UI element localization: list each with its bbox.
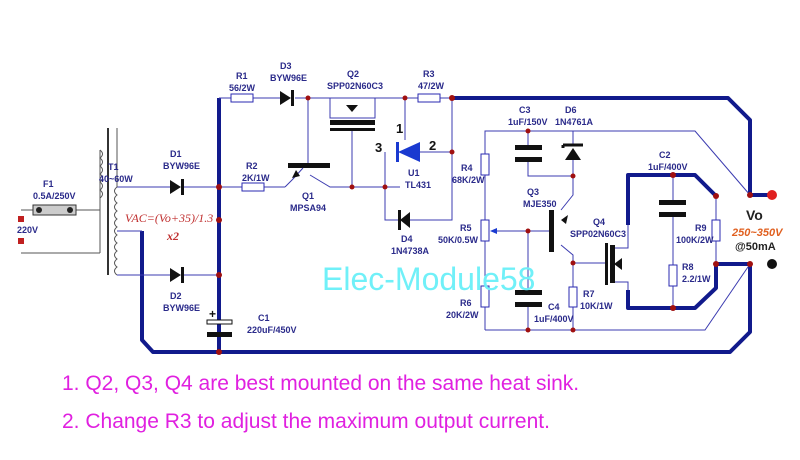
label-d4-value: 1N4738A xyxy=(391,246,430,256)
label-q3-value: MJE350 xyxy=(523,199,557,209)
label-f1-value: 0.5A/250V xyxy=(33,191,76,201)
label-t1-ref: T1 xyxy=(108,162,119,172)
label-c2-ref: C2 xyxy=(659,150,671,160)
capacitor-c2 xyxy=(659,200,686,217)
resistor-r4 xyxy=(480,153,490,176)
label-r6-ref: R6 xyxy=(460,298,472,308)
resistor-r2 xyxy=(241,182,265,192)
note-1: 1. Q2, Q3, Q4 are best mounted on the sa… xyxy=(62,372,580,395)
label-r7-ref: R7 xyxy=(583,289,595,299)
label-d3-value: BYW96E xyxy=(270,73,307,83)
note-2: 2. Change R3 to adjust the maximum outpu… xyxy=(62,410,550,433)
resistor-r1 xyxy=(230,93,254,103)
label-f1-ref: F1 xyxy=(43,179,54,189)
fuse-f1 xyxy=(32,204,77,216)
label-d6-value: 1N4761A xyxy=(555,117,594,127)
c1-polarity-plus: + xyxy=(209,307,216,321)
resistor-r8 xyxy=(668,264,678,287)
diode-d3 xyxy=(280,90,294,106)
transformer-t1 xyxy=(99,128,118,276)
label-c3-value: 1uF/150V xyxy=(508,117,548,127)
label-d6-ref: D6 xyxy=(565,105,577,115)
junction-nodes xyxy=(216,95,753,355)
input-terminal-1[interactable] xyxy=(18,216,24,222)
transformer-formula-multiplier: x2 xyxy=(166,229,179,243)
label-c4-ref: C4 xyxy=(548,302,560,312)
label-r9-value: 100K/2W xyxy=(676,235,714,245)
output-label: Vo xyxy=(746,207,763,223)
label-t1-value: 40~60W xyxy=(99,174,133,184)
label-r1-value: 56/2W xyxy=(229,83,256,93)
output-current: @50mA xyxy=(735,241,776,253)
label-r8-value: 2.2/1W xyxy=(682,274,711,284)
label-r2-ref: R2 xyxy=(246,161,258,171)
label-u1-ref: U1 xyxy=(408,168,420,178)
u1-pin-1: 1 xyxy=(396,121,403,136)
watermark: Elec-Module58 xyxy=(322,261,535,297)
label-c4-value: 1uF/400V xyxy=(534,314,574,324)
component-labels: F1 0.5A/250V 220V T1 40~60W D1 BYW96E D2… xyxy=(17,61,714,335)
label-q2-ref: Q2 xyxy=(347,69,359,79)
label-u1-value: TL431 xyxy=(405,180,431,190)
output-voltage-range: 250~350V xyxy=(731,227,784,239)
label-r3-value: 47/2W xyxy=(418,81,445,91)
label-q2-value: SPP02N60C3 xyxy=(327,81,383,91)
label-d2-value: BYW96E xyxy=(163,303,200,313)
diode-d1 xyxy=(170,179,184,195)
label-c2-value: 1uF/400V xyxy=(648,162,688,172)
label-d4-ref: D4 xyxy=(401,234,413,244)
capacitor-c3 xyxy=(515,145,542,162)
label-r2-value: 2K/1W xyxy=(242,173,270,183)
transformer-formula: VAC=(Vo+35)/1.3 xyxy=(125,211,213,225)
u1-pin-2: 2 xyxy=(429,138,436,153)
label-r1-ref: R1 xyxy=(236,71,248,81)
mosfet-q4 xyxy=(605,243,622,285)
label-d1-ref: D1 xyxy=(170,149,182,159)
output-terminal-positive[interactable] xyxy=(767,190,777,200)
label-r5-value: 50K/0.5W xyxy=(438,235,479,245)
mosfet-q2 xyxy=(329,100,376,131)
transistor-q3 xyxy=(549,210,568,252)
label-q1-value: MPSA94 xyxy=(290,203,326,213)
potentiometer-r5[interactable] xyxy=(480,219,490,242)
label-r8-ref: R8 xyxy=(682,262,694,272)
label-r5-ref: R5 xyxy=(460,223,472,233)
r5-wiper-arrow xyxy=(490,228,497,234)
label-c3-ref: C3 xyxy=(519,105,531,115)
zener-d6 xyxy=(561,143,583,160)
label-r7-value: 10K/1W xyxy=(580,301,613,311)
resistor-r9 xyxy=(711,219,721,242)
tl431-u1 xyxy=(396,142,420,162)
label-c1-ref: C1 xyxy=(258,313,270,323)
label-q4-ref: Q4 xyxy=(593,217,605,227)
label-d2-ref: D2 xyxy=(170,291,182,301)
capacitor-c4 xyxy=(515,290,542,307)
u1-pin-3: 3 xyxy=(375,140,382,155)
zener-d4 xyxy=(398,210,410,230)
label-d3-ref: D3 xyxy=(280,61,292,71)
label-q4-value: SPP02N60C3 xyxy=(570,229,626,239)
capacitor-c1 xyxy=(206,319,233,337)
input-terminal-2[interactable] xyxy=(18,238,24,244)
transistor-q1 xyxy=(284,163,330,188)
label-q3-ref: Q3 xyxy=(527,187,539,197)
label-r9-ref: R9 xyxy=(695,223,707,233)
resistor-r7 xyxy=(568,286,578,308)
label-input-voltage: 220V xyxy=(17,225,38,235)
label-d1-value: BYW96E xyxy=(163,161,200,171)
output-terminal-negative[interactable] xyxy=(767,259,777,269)
label-r6-value: 20K/2W xyxy=(446,310,479,320)
resistor-r6 xyxy=(480,285,490,308)
label-r4-ref: R4 xyxy=(461,163,473,173)
diode-d2 xyxy=(170,267,184,283)
label-q1-ref: Q1 xyxy=(302,191,314,201)
label-c1-value: 220uF/450V xyxy=(247,325,297,335)
thin-wires xyxy=(21,97,751,331)
label-r3-ref: R3 xyxy=(423,69,435,79)
label-r4-value: 68K/2W xyxy=(452,175,485,185)
resistor-r3 xyxy=(417,93,441,103)
